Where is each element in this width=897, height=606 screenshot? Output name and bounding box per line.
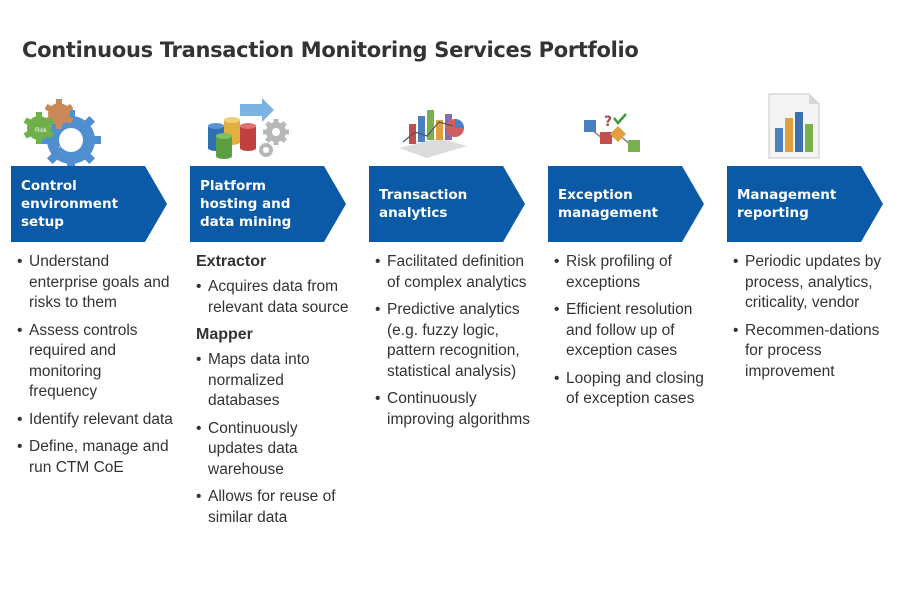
group-heading-extractor: Extractor [196,253,267,270]
column-exception-management: ? Exception management Risk profiling of… [548,88,706,417]
column-body: Understand enterprise goals and risks to… [11,252,173,478]
chevron-management-reporting: Management reporting [727,166,885,242]
bullet-item: Periodic updates by process, analytics, … [733,252,889,314]
bullet-list: Maps data into normalized databases Cont… [196,350,352,528]
column-transaction-analytics: Transaction analytics Facilitated defini… [369,88,530,437]
chevron-transaction-analytics: Transaction analytics [369,166,527,242]
gear-label-governance: Governance [59,144,82,149]
chevron-label: Transaction analytics [379,187,468,221]
bullet-list: Acquires data from relevant data source [196,277,352,318]
column-body: Periodic updates by process, analytics, … [727,252,889,382]
database-gears-icon [190,88,348,166]
bullet-list: Periodic updates by process, analytics, … [733,252,889,382]
flowchart-icon: ? [548,88,706,166]
bullet-item: Continuously updates data warehouse [196,419,352,481]
bullet-list: Risk profiling of exceptions Efficient r… [554,252,710,410]
group-heading-mapper: Mapper [196,326,253,343]
analytics-chart-icon [369,88,527,166]
bullet-list: Facilitated definition of complex analyt… [375,252,531,430]
bullet-item: Looping and closing of exception cases [554,369,710,410]
column-body: Risk profiling of exceptions Efficient r… [548,252,710,410]
bullet-item: Allows for reuse of similar data [196,487,352,528]
report-document-icon [727,88,885,166]
chevron-platform-hosting: Platform hosting and data mining [190,166,348,242]
bullet-item: Define, manage and run CTM CoE [17,437,173,478]
bullet-item: Efficient resolution and follow up of ex… [554,300,710,362]
bullet-item: Acquires data from relevant data source [196,277,352,318]
bullet-item: Identify relevant data [17,410,173,431]
chevron-label: Exception management [558,187,659,221]
column-body: Facilitated definition of complex analyt… [369,252,531,430]
bullet-item: Facilitated definition of complex analyt… [375,252,531,293]
column-control-environment: Risk Governance Control environment setu… [11,88,173,485]
bullet-item: Recommen-dations for process improvement [733,321,889,383]
column-management-reporting: Management reporting Periodic updates by… [727,88,885,389]
bullet-item: Continuously improving algorithms [375,389,531,430]
gear-label-risk: Risk [35,128,48,134]
column-platform-hosting: Platform hosting and data mining Extract… [190,88,348,535]
chevron-label: Platform hosting and data mining [200,178,292,230]
bullet-item: Predictive analytics (e.g. fuzzy logic, … [375,300,531,382]
column-body: Extractor Acquires data from relevant da… [190,252,352,528]
gears-icon: Risk Governance [11,88,169,166]
chevron-exception-management: Exception management [548,166,706,242]
chevron-label: Control environment setup [21,178,119,230]
chevron-control-environment: Control environment setup [11,166,169,242]
chevron-label: Management reporting [737,187,837,221]
svg-text:?: ? [604,114,612,130]
bullet-item: Risk profiling of exceptions [554,252,710,293]
page-title: Continuous Transaction Monitoring Servic… [22,38,639,62]
bullet-item: Maps data into normalized databases [196,350,352,412]
bullet-item: Assess controls required and monitoring … [17,321,173,403]
bullet-item: Understand enterprise goals and risks to… [17,252,173,314]
bullet-list: Understand enterprise goals and risks to… [17,252,173,478]
